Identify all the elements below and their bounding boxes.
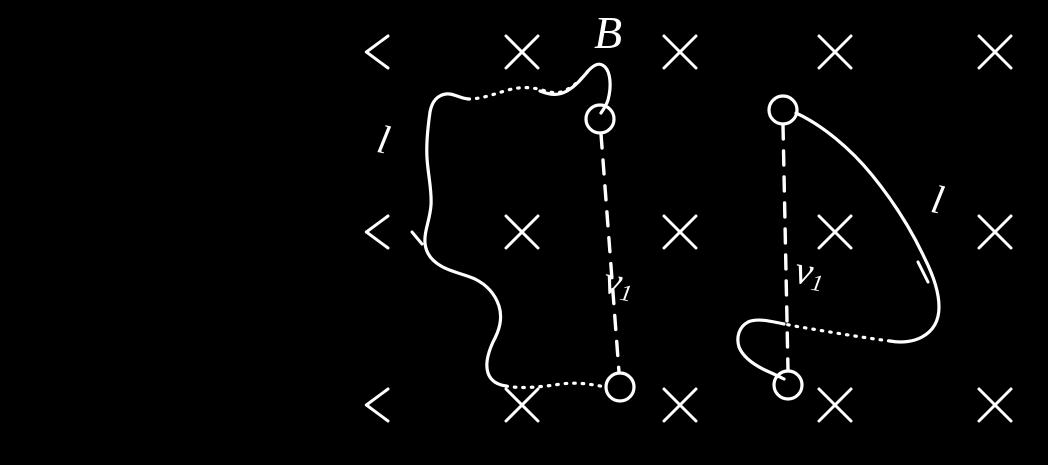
magnetic-field-label: B bbox=[594, 7, 623, 58]
field-marker-x bbox=[364, 214, 390, 250]
field-marker-x bbox=[364, 387, 390, 423]
right-loop-solid-outline bbox=[794, 111, 941, 344]
left-loop-bottom-dotted bbox=[504, 381, 607, 390]
field-marker-x bbox=[504, 387, 540, 423]
right-loop-dashed-chord bbox=[781, 123, 790, 372]
right-loop-bottom-dotted bbox=[782, 322, 892, 343]
left-bottom-node bbox=[604, 371, 636, 403]
left-loop-dashed-chord bbox=[599, 132, 621, 374]
field-marker-x bbox=[977, 214, 1013, 250]
left-loop-solid-outline bbox=[423, 110, 508, 388]
left-top-node bbox=[584, 103, 616, 135]
field-marker-x bbox=[817, 214, 853, 250]
field-marker-x bbox=[817, 34, 853, 70]
left-loop-top-dotted bbox=[466, 69, 590, 101]
field-marker-x bbox=[817, 387, 853, 423]
right-loop-inner-notch bbox=[916, 260, 930, 284]
left-loop-top-arc bbox=[428, 92, 470, 114]
field-marker-x bbox=[504, 34, 540, 70]
left-loop-small-notch bbox=[410, 230, 424, 246]
right-loop-hook bbox=[736, 318, 786, 381]
right-bottom-node bbox=[772, 369, 804, 401]
loop-shapes-group bbox=[410, 62, 941, 403]
field-marker-x bbox=[504, 214, 540, 250]
magnetic-field-marker-group bbox=[364, 34, 1013, 423]
left-loop-upper-right-solid bbox=[538, 62, 612, 115]
right-top-node bbox=[767, 94, 799, 126]
field-marker-x bbox=[364, 34, 390, 70]
field-marker-x bbox=[977, 387, 1013, 423]
field-marker-x bbox=[662, 387, 698, 423]
field-marker-x bbox=[977, 34, 1013, 70]
field-marker-x bbox=[662, 34, 698, 70]
field-marker-x bbox=[662, 214, 698, 250]
